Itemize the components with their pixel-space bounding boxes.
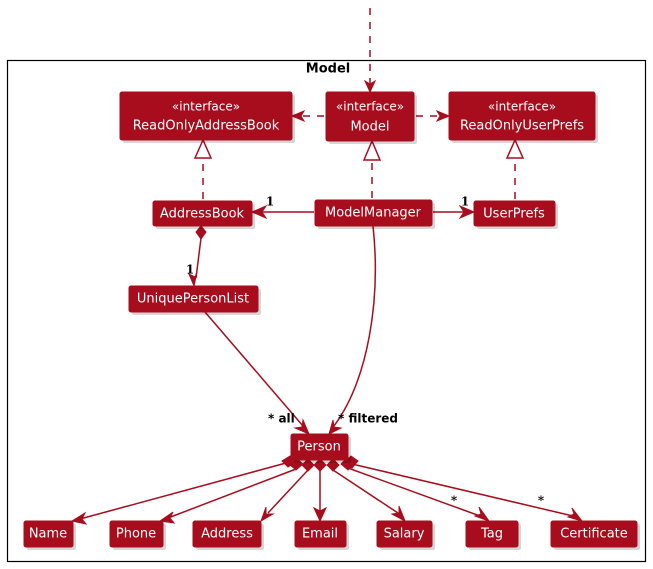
edge-modelmanager-to-person: [328, 225, 377, 435]
class-name-model-manager: ModelManager: [325, 206, 422, 221]
edge-uniquepersonlist-to-person: [204, 311, 310, 435]
class-name-name: Name: [29, 527, 67, 542]
class-name-tag: Tag: [480, 527, 503, 542]
edge-modelmanager-to-addressbook: [250, 204, 314, 220]
class-box-read-only-user-prefs[interactable]: «interface» ReadOnlyUserPrefs: [448, 91, 598, 143]
edge-model-to-readonlyaddressbook: [290, 109, 324, 123]
class-box-address-book[interactable]: AddressBook: [152, 200, 255, 229]
multiplicity-tag: *: [451, 494, 458, 508]
class-name-read-only-address-book: ReadOnlyAddressBook: [133, 119, 280, 134]
class-box-salary[interactable]: Salary: [376, 520, 435, 550]
multiplicity-uniquepersonlist: 1: [186, 263, 194, 277]
multiplicity-userprefs: 1: [461, 195, 469, 209]
package-title: Model: [306, 62, 350, 77]
edge-person-to-phone: [158, 457, 304, 524]
class-name-address-book: AddressBook: [160, 207, 245, 222]
class-box-phone[interactable]: Phone: [109, 520, 166, 550]
edge-person-to-certificate: [344, 455, 584, 522]
class-name-model: Model: [350, 120, 389, 135]
class-name-unique-person-list: UniquePersonList: [137, 292, 249, 307]
class-name-salary: Salary: [384, 527, 425, 542]
edge-modelmanager-to-userprefs: [433, 204, 476, 220]
edge-person-to-name: [70, 455, 297, 525]
edge-person-to-salary: [326, 458, 406, 523]
class-box-user-prefs[interactable]: UserPrefs: [473, 200, 558, 229]
class-box-read-only-address-book[interactable]: «interface» ReadOnlyAddressBook: [119, 91, 295, 143]
class-name-read-only-user-prefs: ReadOnlyUserPrefs: [460, 119, 584, 134]
class-box-email[interactable]: Email: [294, 520, 349, 550]
class-name-email: Email: [302, 527, 338, 542]
class-name-certificate: Certificate: [560, 527, 628, 542]
class-name-phone: Phone: [116, 527, 156, 542]
class-box-person[interactable]: Person: [290, 433, 351, 463]
stereotype-read-only-address-book: «interface»: [172, 100, 240, 114]
multiplicity-addressbook: 1: [266, 195, 274, 209]
edge-model-to-readonlyuserprefs: [416, 109, 451, 123]
edge-addressbook-to-uniquepersonlist: [188, 225, 207, 288]
edge-userprefs-realizes-readonlyuserprefs: [505, 138, 525, 199]
class-box-address[interactable]: Address: [192, 520, 264, 550]
edge-person-to-address: [260, 458, 315, 523]
class-box-certificate[interactable]: Certificate: [550, 520, 640, 550]
edge-addressbook-realizes-readonlyaddressbook: [193, 138, 213, 199]
class-box-model-manager[interactable]: ModelManager: [314, 199, 435, 229]
class-name-address: Address: [201, 527, 253, 542]
class-box-name[interactable]: Name: [23, 520, 76, 550]
stereotype-read-only-user-prefs: «interface»: [488, 100, 556, 114]
edge-external-to-model: [363, 8, 377, 94]
class-box-tag[interactable]: Tag: [465, 520, 521, 550]
edge-modelmanager-realizes-model: [362, 139, 382, 198]
role-label-filtered: * filtered: [338, 412, 398, 426]
role-label-all: * all: [268, 412, 295, 426]
class-name-person: Person: [297, 440, 341, 455]
class-box-unique-person-list[interactable]: UniquePersonList: [128, 285, 261, 315]
class-name-user-prefs: UserPrefs: [483, 207, 545, 222]
stereotype-model: «interface»: [336, 100, 404, 114]
package-frame-model: [6, 59, 647, 563]
edge-person-to-email: [312, 458, 328, 523]
multiplicity-certificate: *: [538, 494, 545, 508]
class-box-model[interactable]: «interface» Model: [325, 91, 417, 144]
